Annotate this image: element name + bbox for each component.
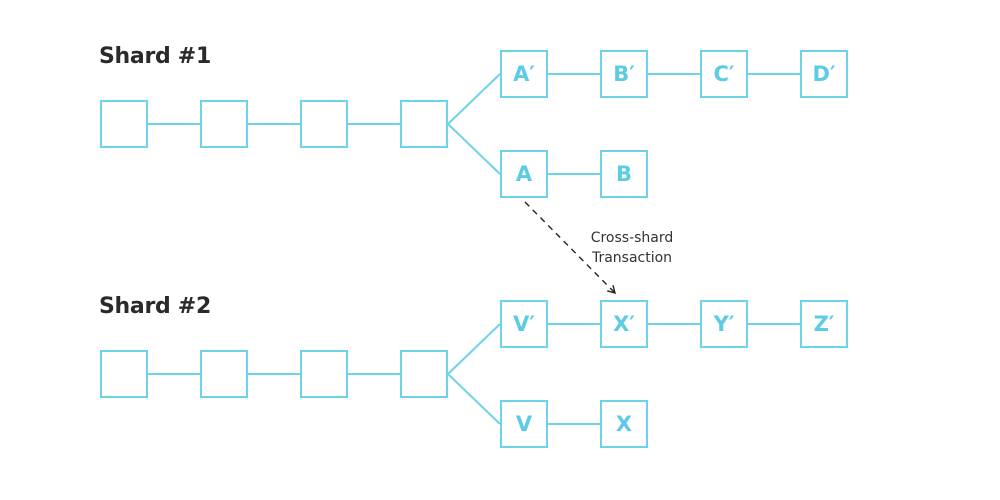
shard-1-chain-block-3 [300,100,348,148]
shard-1-block-a-prime: A′ [500,50,548,98]
shard-2-chain-block-4 [400,350,448,398]
shard-1-fork-upper-link [447,73,501,125]
shard-2-block-v-prime: V′ [500,300,548,348]
shard-2-chain-block-2 [200,350,248,398]
shard-2-block-y-prime: Y′ [700,300,748,348]
shard-2-block-z-prime: Z′ [800,300,848,348]
shard-2-block-x-prime: X′ [600,300,648,348]
shard-2-chain-block-3 [300,350,348,398]
shard-1-chain-block-2 [200,100,248,148]
shard-1-block-b: B [600,150,648,198]
shard-1-fork-lower-link [447,123,501,175]
shard-1-block-d-prime: D′ [800,50,848,98]
cross-shard-label-line-1: Cross-shard [590,230,674,246]
shard-2-title: Shard #2 [99,294,211,319]
shard-1-chain-block-1 [100,100,148,148]
shard-1-block-c-prime: C′ [700,50,748,98]
shard-1-block-a: A [500,150,548,198]
cross-shard-label-line-2: Transaction [591,250,673,266]
shard-2-fork-lower-link [447,373,501,425]
shard-1-title: Shard #1 [99,44,211,69]
shard-2-block-x: X [600,400,648,448]
shard-2-fork-upper-link [447,323,501,375]
shard-1-block-b-prime: B′ [600,50,648,98]
shard-2-chain-block-1 [100,350,148,398]
shard-2-block-v: V [500,400,548,448]
shard-1-chain-block-4 [400,100,448,148]
